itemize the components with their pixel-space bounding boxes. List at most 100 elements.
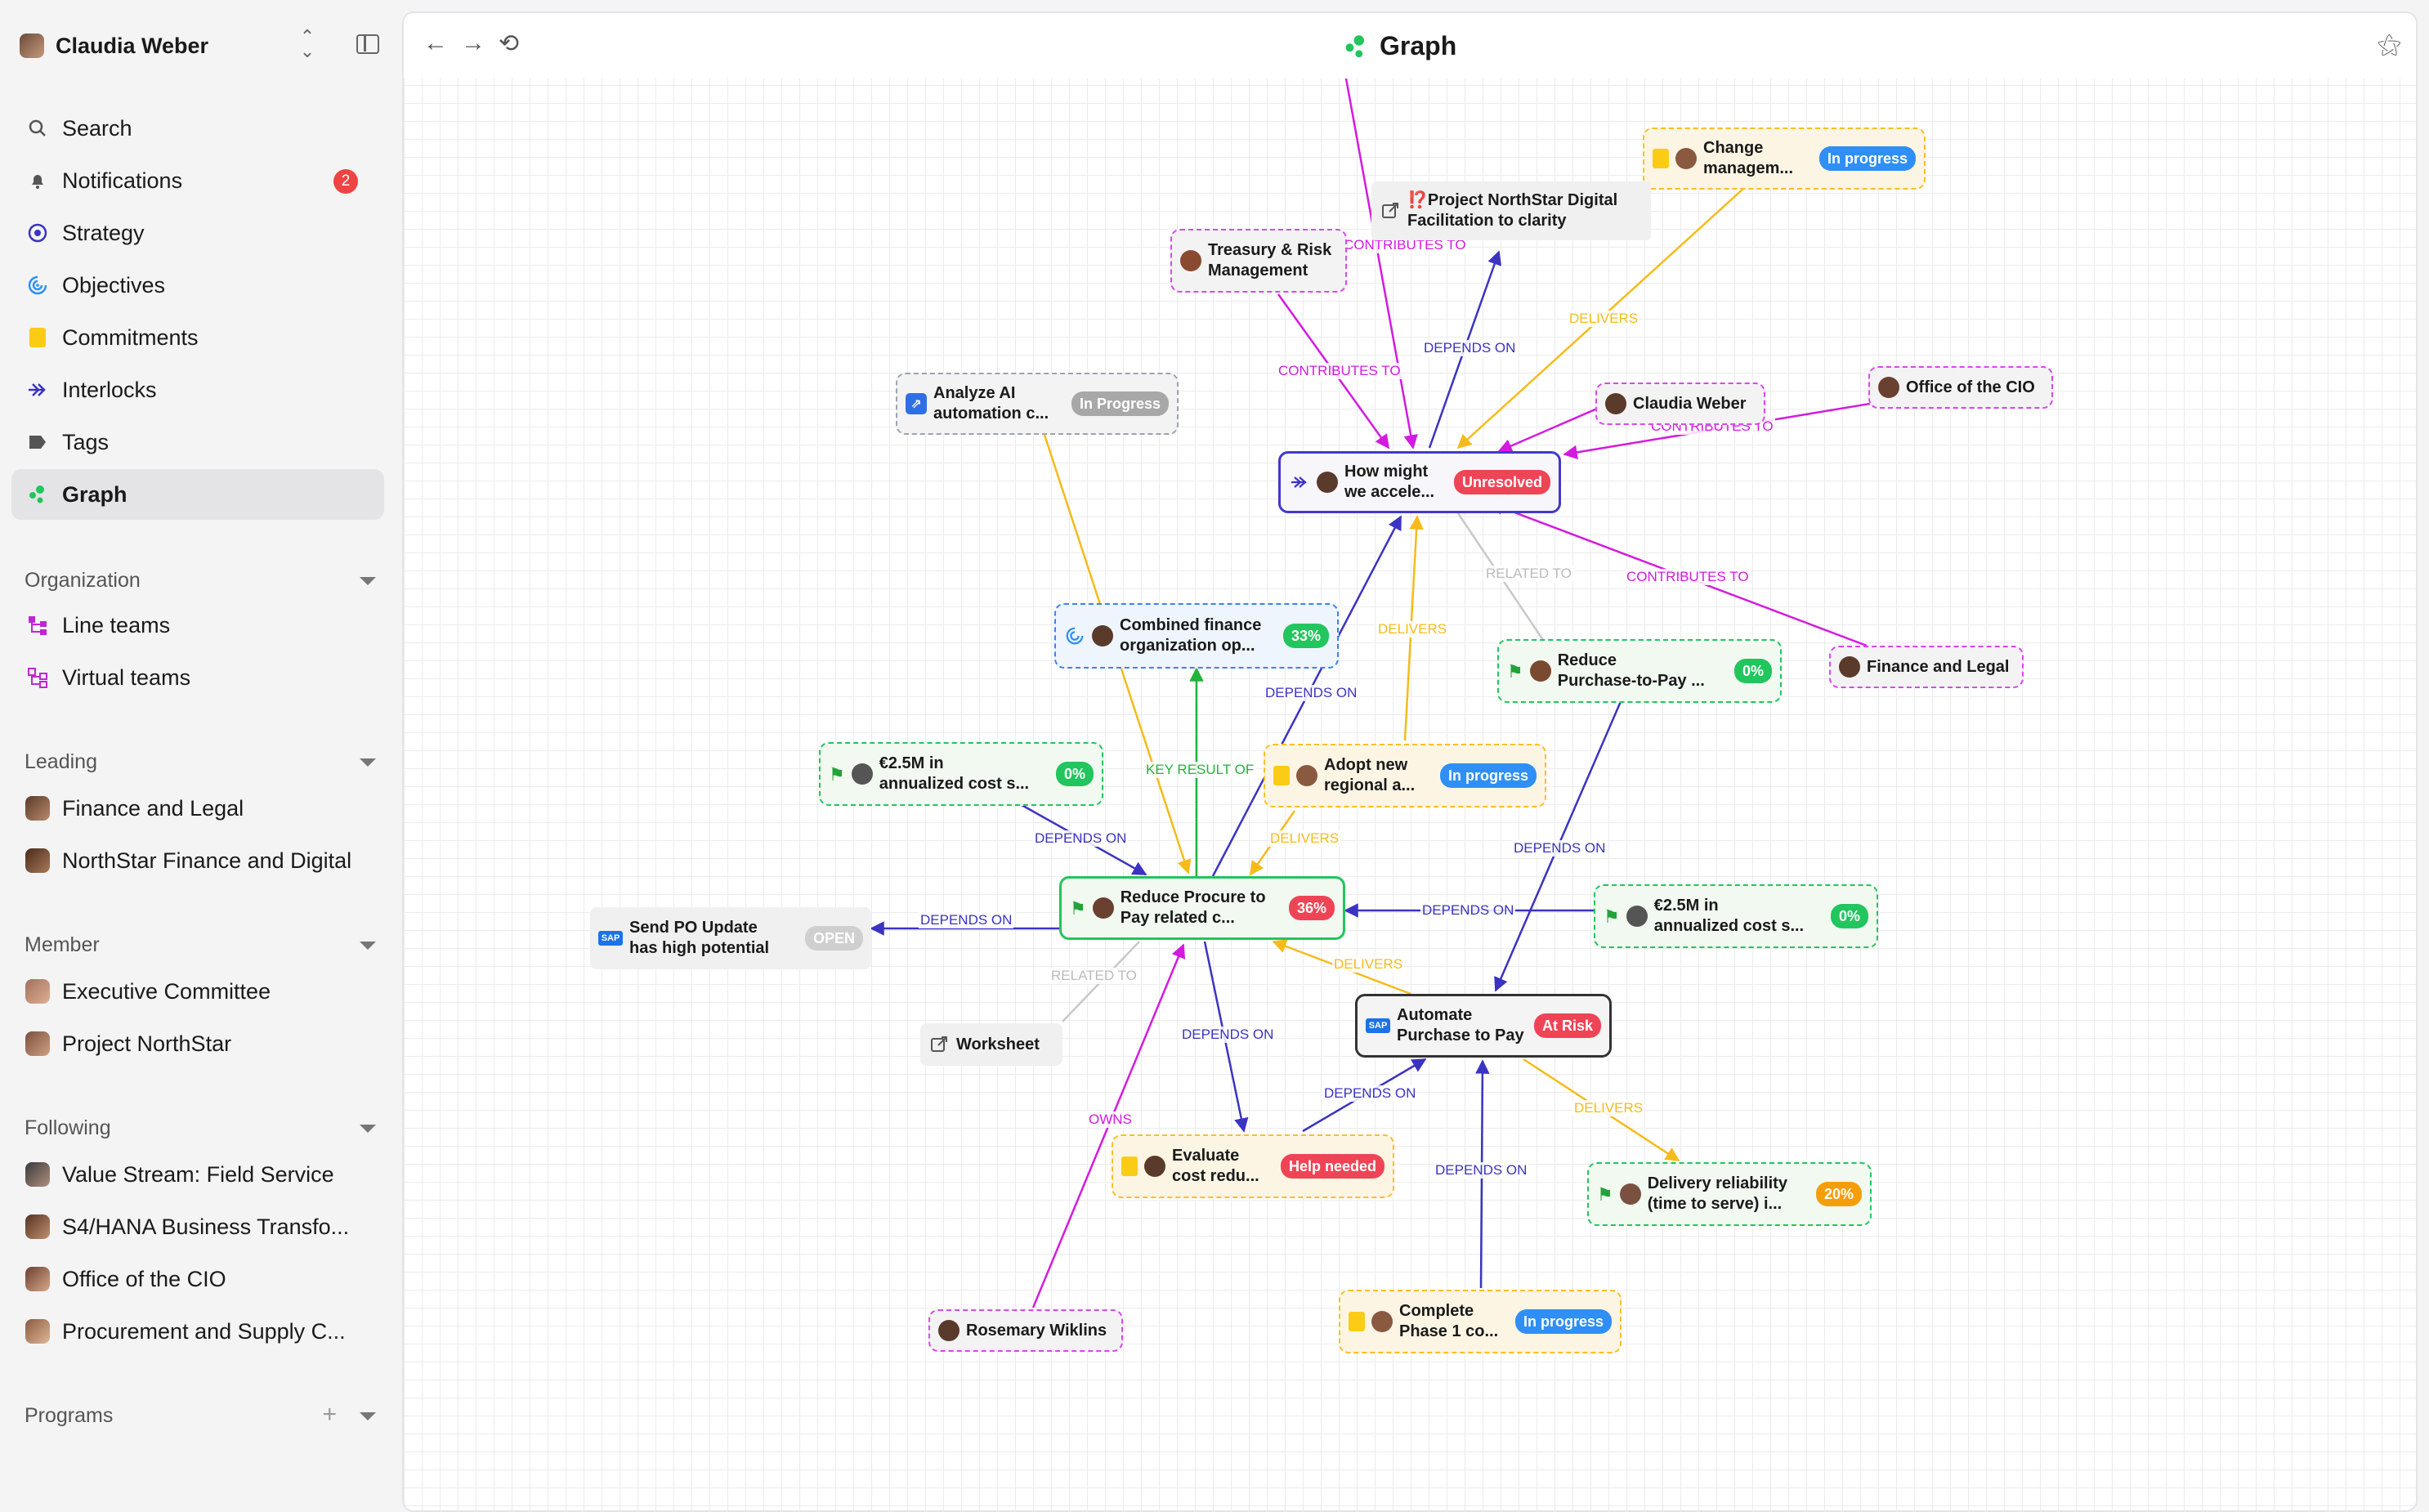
caret-down-icon[interactable]	[360, 942, 376, 950]
team-avatar	[25, 795, 51, 821]
caret-down-icon[interactable]	[360, 577, 376, 585]
node-delivery-reliability[interactable]: ⚑ Delivery reliability(time to serve) i.…	[1587, 1162, 1872, 1226]
node-claudia-weber[interactable]: Claudia Weber	[1595, 382, 1765, 425]
owner-avatar	[1144, 1156, 1165, 1177]
nav-graph[interactable]: Graph	[11, 469, 384, 520]
node-finance-legal[interactable]: Finance and Legal	[1829, 646, 2024, 688]
owner-avatar	[1371, 1311, 1393, 1332]
section-following[interactable]: Following	[25, 1116, 376, 1140]
team-avatar	[25, 1266, 51, 1292]
page-title: Graph	[1344, 31, 1456, 61]
commitment-icon	[1653, 149, 1669, 168]
nav-finance-legal[interactable]: Finance and Legal	[11, 783, 384, 834]
section-organization[interactable]: Organization	[25, 569, 376, 593]
section-programs[interactable]: Programs +	[25, 1401, 376, 1428]
team-avatar	[25, 1214, 51, 1240]
owner-avatar	[1317, 472, 1338, 493]
owner-avatar	[1092, 897, 1114, 919]
nav-label: Line teams	[62, 612, 171, 637]
commitment-icon	[25, 324, 51, 351]
status-badge: In progress	[1439, 763, 1537, 788]
graph-canvas[interactable]: CONTRIBUTES TO CONTRIBUTES TO DEPENDS ON…	[402, 11, 2418, 1512]
bell-icon	[25, 168, 51, 194]
node-office-cio[interactable]: Office of the CIO	[1868, 366, 2053, 409]
flag-icon: ⚑	[1597, 1183, 1613, 1205]
nav-notifications[interactable]: Notifications 2	[11, 155, 384, 206]
team-avatar	[25, 848, 51, 874]
caret-down-icon[interactable]	[360, 1125, 376, 1133]
progress-badge: 20%	[1815, 1182, 1862, 1206]
node-rosemary-wiklins[interactable]: Rosemary Wiklins	[928, 1309, 1123, 1352]
history-icon[interactable]: ⟲	[499, 30, 520, 57]
add-program-icon[interactable]: +	[322, 1401, 337, 1428]
nav-virtual-teams[interactable]: Virtual teams	[11, 652, 384, 703]
nav-label: NorthStar Finance and Digital	[62, 848, 352, 873]
nav-search[interactable]: Search	[11, 103, 384, 154]
node-title: Automate	[1397, 1006, 1473, 1024]
graph-icon	[1345, 34, 1364, 57]
nav-s4hana[interactable]: S4/HANA Business Transfo...	[11, 1201, 384, 1252]
nav-office-cio[interactable]: Office of the CIO	[11, 1254, 384, 1304]
magic-wand-icon[interactable]: ⚝	[2377, 31, 2401, 58]
edge-label-owns: OWNS	[1087, 1112, 1134, 1128]
caret-down-icon[interactable]	[360, 758, 376, 767]
nav-interlocks[interactable]: Interlocks	[11, 365, 384, 415]
owner-avatar	[1626, 906, 1648, 927]
objectives-icon	[25, 272, 51, 298]
owner-avatar	[1092, 625, 1113, 646]
nav-northstar-finance[interactable]: NorthStar Finance and Digital	[11, 835, 384, 886]
node-subtitle: annualized cost s...	[879, 775, 1030, 793]
node-title: Claudia Weber	[1633, 394, 1747, 413]
caret-down-icon[interactable]	[360, 1412, 376, 1420]
nav-executive-committee[interactable]: Executive Committee	[11, 966, 384, 1017]
nav-commitments[interactable]: Commitments	[11, 312, 384, 363]
commitment-icon	[1349, 1312, 1365, 1331]
sidebar-toggle-icon[interactable]	[356, 34, 379, 54]
nav-strategy[interactable]: Strategy	[11, 208, 384, 258]
nav-line-teams[interactable]: Line teams	[11, 600, 384, 651]
nav-label: Search	[62, 115, 132, 141]
node-title: Delivery reliability	[1647, 1174, 1787, 1192]
node-worksheet[interactable]: Worksheet	[920, 1023, 1062, 1066]
edge-label-delivers: DELIVERS	[1332, 956, 1405, 973]
edge-label-depends: DEPENDS ON	[1420, 902, 1516, 919]
nav-objectives[interactable]: Objectives	[11, 260, 384, 311]
notification-count-badge: 2	[333, 169, 358, 194]
nav-project-northstar[interactable]: Project NorthStar	[11, 1018, 384, 1069]
back-arrow-icon[interactable]: ←	[423, 29, 448, 56]
sap-icon: SAP	[1366, 1018, 1390, 1033]
workspace-switcher[interactable]: Claudia Weber ⌃⌄	[20, 26, 379, 65]
nav-label: Commitments	[62, 324, 199, 350]
section-leading[interactable]: Leading	[25, 750, 376, 774]
nav-procurement[interactable]: Procurement and Supply C...	[11, 1306, 384, 1357]
nav-label: Finance and Legal	[62, 795, 244, 821]
nav-label: Strategy	[62, 220, 145, 245]
nav-label: Notifications	[62, 168, 183, 193]
edge-label-delivers: DELIVERS	[1572, 1100, 1645, 1116]
status-badge: Unresolved	[1453, 470, 1550, 494]
chevron-updown-icon[interactable]: ⌃⌄	[299, 26, 315, 61]
progress-badge: 0%	[1830, 904, 1868, 928]
forward-arrow-icon[interactable]: →	[461, 29, 485, 56]
edge-label-related: RELATED TO	[1049, 968, 1138, 984]
team-avatar	[25, 978, 51, 1004]
org-tree-icon	[25, 612, 51, 638]
section-member[interactable]: Member	[25, 933, 376, 957]
nav-tags[interactable]: Tags	[11, 417, 384, 467]
nav-value-stream[interactable]: Value Stream: Field Service	[11, 1149, 384, 1200]
